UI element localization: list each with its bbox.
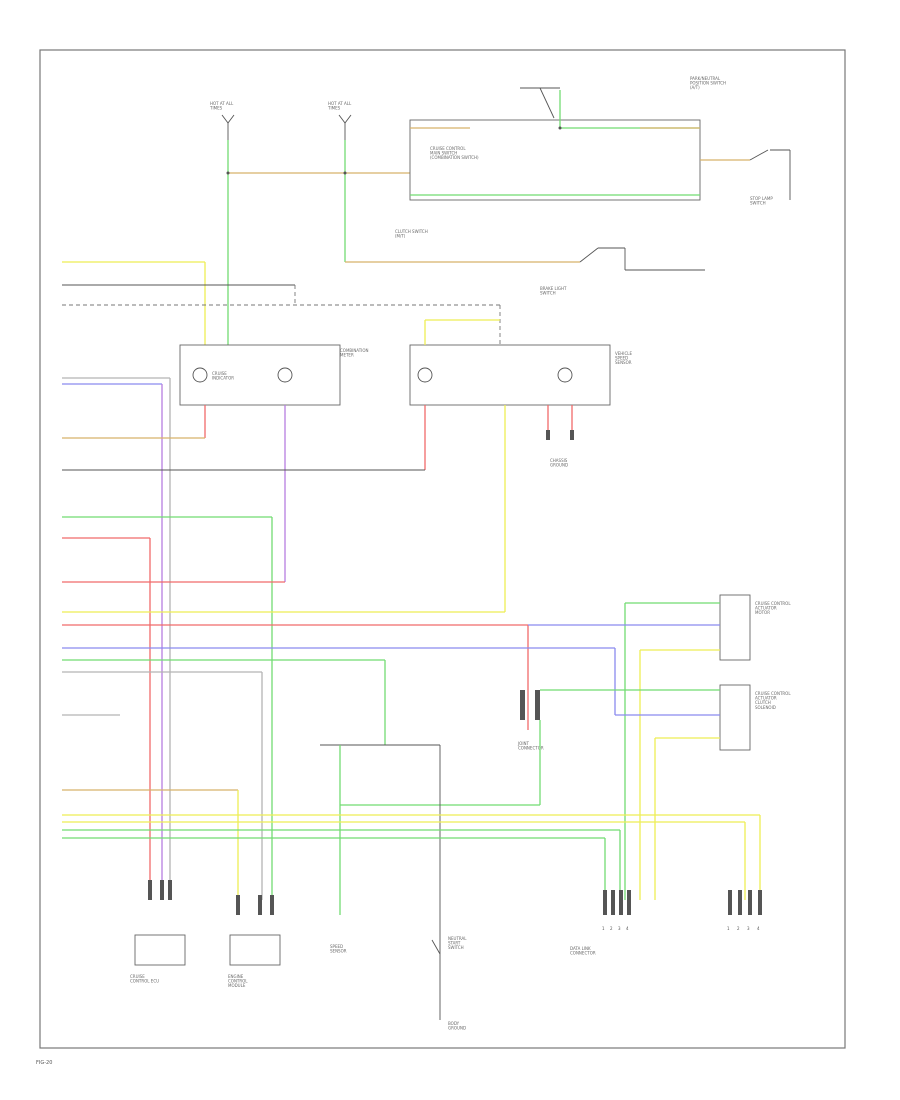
diagram-frame <box>39 49 846 1049</box>
combination-meter-right <box>409 344 611 406</box>
combination-meter-left <box>179 344 341 406</box>
footer-label: FIG-20 <box>36 1060 52 1066</box>
clutch-switch-label: CLUTCH SWITCH(M/T) <box>395 229 428 239</box>
pin-a2: 2 <box>610 926 613 931</box>
pin-b2: 2 <box>737 926 740 931</box>
connector-ecu-mid <box>229 895 281 966</box>
pin-b3: 3 <box>747 926 750 931</box>
pin-a3: 3 <box>618 926 621 931</box>
connector-group-b <box>728 890 762 915</box>
connector-ecu-left <box>134 880 186 966</box>
pin-a1: 1 <box>602 926 605 931</box>
stop-lamp-switch <box>700 149 791 200</box>
actuator-top-box <box>719 594 751 661</box>
connector-group-a <box>603 890 631 915</box>
fuse-right <box>338 114 352 140</box>
pin-b1: 1 <box>727 926 730 931</box>
pin-a4: 4 <box>626 926 629 931</box>
fuse-left <box>221 114 235 140</box>
actuator-bottom-box <box>719 684 751 751</box>
pin-b4: 4 <box>757 926 760 931</box>
